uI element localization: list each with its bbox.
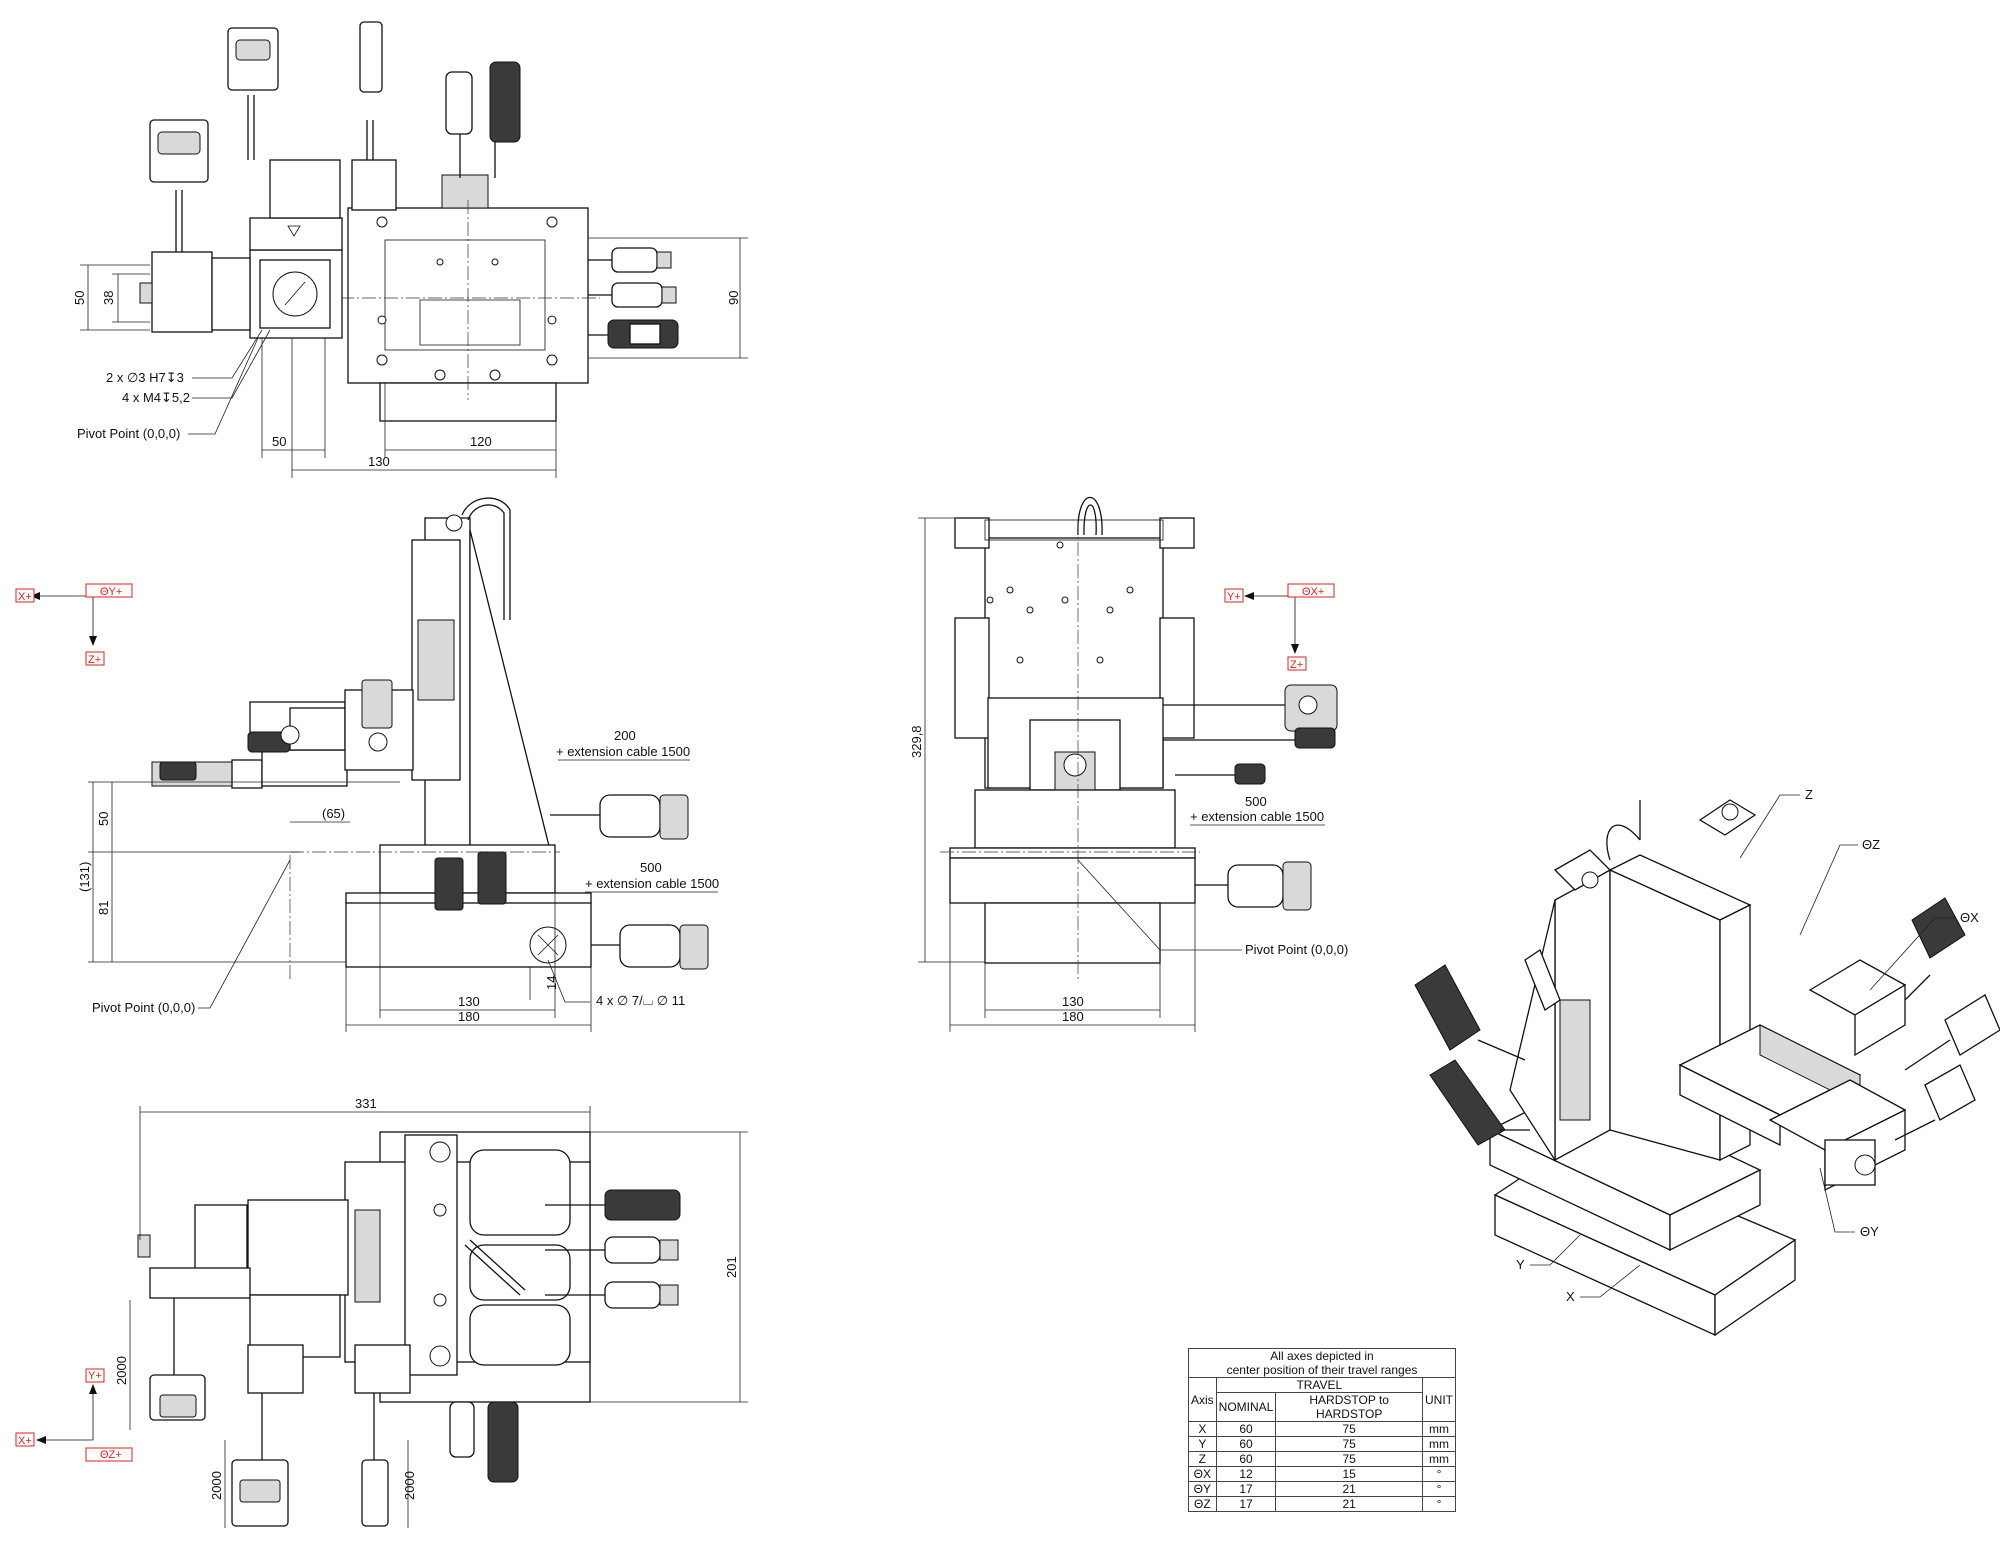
front-view: 50 38 90 50 120 130 2 x ∅3 H7↧3 4 x M4↧5… [72, 21, 748, 478]
axis-z-plus: Z+ [1290, 659, 1303, 671]
dim-131: (131) [77, 862, 92, 892]
iso-view: Z ΘZ ΘX ΘY Y X [1414, 787, 2000, 1337]
cell-nominal: 60 [1215, 1451, 1277, 1467]
table-row: ΘZ 17 21 ° [1188, 1496, 1456, 1512]
iso-label-theta-z: ΘZ [1862, 837, 1880, 852]
axis-theta-y-plus: ΘY+ [100, 586, 122, 598]
axis-marker-right [1224, 583, 1335, 671]
table-row: Y 60 75 mm [1188, 1436, 1456, 1452]
iso-label-y: Y [1516, 1257, 1525, 1272]
callout-pivot-point: Pivot Point (0,0,0) [92, 1000, 195, 1015]
cell-axis: Z [1188, 1451, 1217, 1467]
callout-pivot-point: Pivot Point (0,0,0) [1245, 942, 1348, 957]
dim-14: 14 [544, 976, 559, 990]
callout-mount-holes: 4 x ∅ 7/⌴ ∅ 11 [596, 993, 685, 1008]
cell-hardstop: 15 [1275, 1466, 1423, 1482]
cell-nominal: 60 [1215, 1421, 1277, 1437]
header-travel: TRAVEL [1215, 1377, 1424, 1393]
side-view-left: X+ ΘY+ Z+ 50 (131) 81 (65) 14 130 180 20… [15, 497, 719, 1032]
cable-note-1: + extension cable 1500 [556, 744, 690, 759]
dim-200: 200 [614, 728, 636, 743]
cell-unit: mm [1422, 1436, 1456, 1452]
header-nominal: NOMINAL [1215, 1392, 1277, 1422]
cell-nominal: 60 [1215, 1436, 1277, 1452]
cell-axis: ΘZ [1188, 1496, 1217, 1512]
header-hardstop: HARDSTOP to HARDSTOP [1275, 1392, 1423, 1422]
dim-50: 50 [96, 812, 111, 826]
axis-y-plus: Y+ [1227, 591, 1241, 603]
axis-x-plus: X+ [18, 591, 32, 603]
cable-note-2: + extension cable 1500 [585, 876, 719, 891]
cell-unit: ° [1422, 1496, 1456, 1512]
dim-130-width: 130 [368, 454, 390, 469]
callout-dowel-holes: 2 x ∅3 H7↧3 [106, 370, 184, 385]
cell-axis: X [1188, 1421, 1217, 1437]
table-caption-line-2: center position of their travel ranges [1226, 1363, 1418, 1377]
axis-y-plus: Y+ [88, 1370, 102, 1382]
cell-unit: ° [1422, 1481, 1456, 1497]
dim-2000-c: 2000 [402, 1471, 417, 1500]
dim-2000-b: 2000 [209, 1471, 224, 1500]
cell-axis: Y [1188, 1436, 1217, 1452]
header-axis: Axis [1188, 1377, 1217, 1422]
dim-331: 331 [355, 1096, 377, 1111]
axis-x-plus: X+ [18, 1435, 32, 1447]
cell-axis: ΘX [1188, 1466, 1217, 1482]
dim-50-width: 50 [272, 434, 286, 449]
cell-hardstop: 21 [1275, 1496, 1423, 1512]
table-caption: All axes depicted in center position of … [1188, 1348, 1456, 1378]
dim-90-height: 90 [726, 291, 741, 305]
dim-2000-a: 2000 [114, 1356, 129, 1385]
cell-hardstop: 75 [1275, 1421, 1423, 1437]
cell-unit: mm [1422, 1451, 1456, 1467]
cell-nominal: 17 [1215, 1481, 1277, 1497]
table-caption-line-1: All axes depicted in [1270, 1349, 1374, 1363]
dim-500: 500 [640, 860, 662, 875]
dim-201: 201 [724, 1256, 739, 1278]
dim-180: 180 [458, 1009, 480, 1024]
cell-hardstop: 75 [1275, 1436, 1423, 1452]
cell-hardstop: 75 [1275, 1451, 1423, 1467]
cell-hardstop: 21 [1275, 1481, 1423, 1497]
iso-label-theta-x: ΘX [1960, 910, 1979, 925]
dim-130: 130 [458, 994, 480, 1009]
dim-50-height: 50 [72, 291, 87, 305]
cell-unit: ° [1422, 1466, 1456, 1482]
table-row: Z 60 75 mm [1188, 1451, 1456, 1467]
header-unit: UNIT [1422, 1377, 1456, 1422]
axis-marker-bottom [15, 1368, 133, 1462]
axis-z-plus: Z+ [88, 654, 101, 666]
cell-nominal: 17 [1215, 1496, 1277, 1512]
axis-theta-x-plus: ΘX+ [1302, 586, 1324, 598]
cell-nominal: 12 [1215, 1466, 1277, 1482]
iso-label-x: X [1566, 1289, 1575, 1304]
cell-unit: mm [1422, 1421, 1456, 1437]
travel-table: All axes depicted in center position of … [1188, 1348, 1456, 1512]
dim-120-width: 120 [470, 434, 492, 449]
side-view-right: Y+ ΘX+ Z+ 329,8 500 + extension cable 15… [909, 496, 1348, 1032]
iso-label-z: Z [1805, 787, 1813, 802]
axis-marker-left [15, 583, 133, 666]
dim-130: 130 [1062, 994, 1084, 1009]
dim-65: (65) [322, 806, 345, 821]
dim-329-8: 329,8 [909, 725, 924, 758]
iso-label-theta-y: ΘY [1860, 1224, 1879, 1239]
table-row: X 60 75 mm [1188, 1421, 1456, 1437]
table-row: ΘY 17 21 ° [1188, 1481, 1456, 1497]
callout-thread-holes: 4 x M4↧5,2 [122, 390, 190, 405]
top-view: Y+ X+ ΘZ+ 331 201 2000 2000 2000 [15, 1096, 748, 1528]
axis-theta-z-plus: ΘZ+ [100, 1449, 122, 1461]
dim-180: 180 [1062, 1009, 1084, 1024]
dim-81: 81 [96, 901, 111, 915]
cable-note: + extension cable 1500 [1190, 809, 1324, 824]
dim-38-height: 38 [101, 291, 116, 305]
table-row: ΘX 12 15 ° [1188, 1466, 1456, 1482]
cell-axis: ΘY [1188, 1481, 1217, 1497]
callout-pivot-point: Pivot Point (0,0,0) [77, 426, 180, 441]
dim-500: 500 [1245, 794, 1267, 809]
